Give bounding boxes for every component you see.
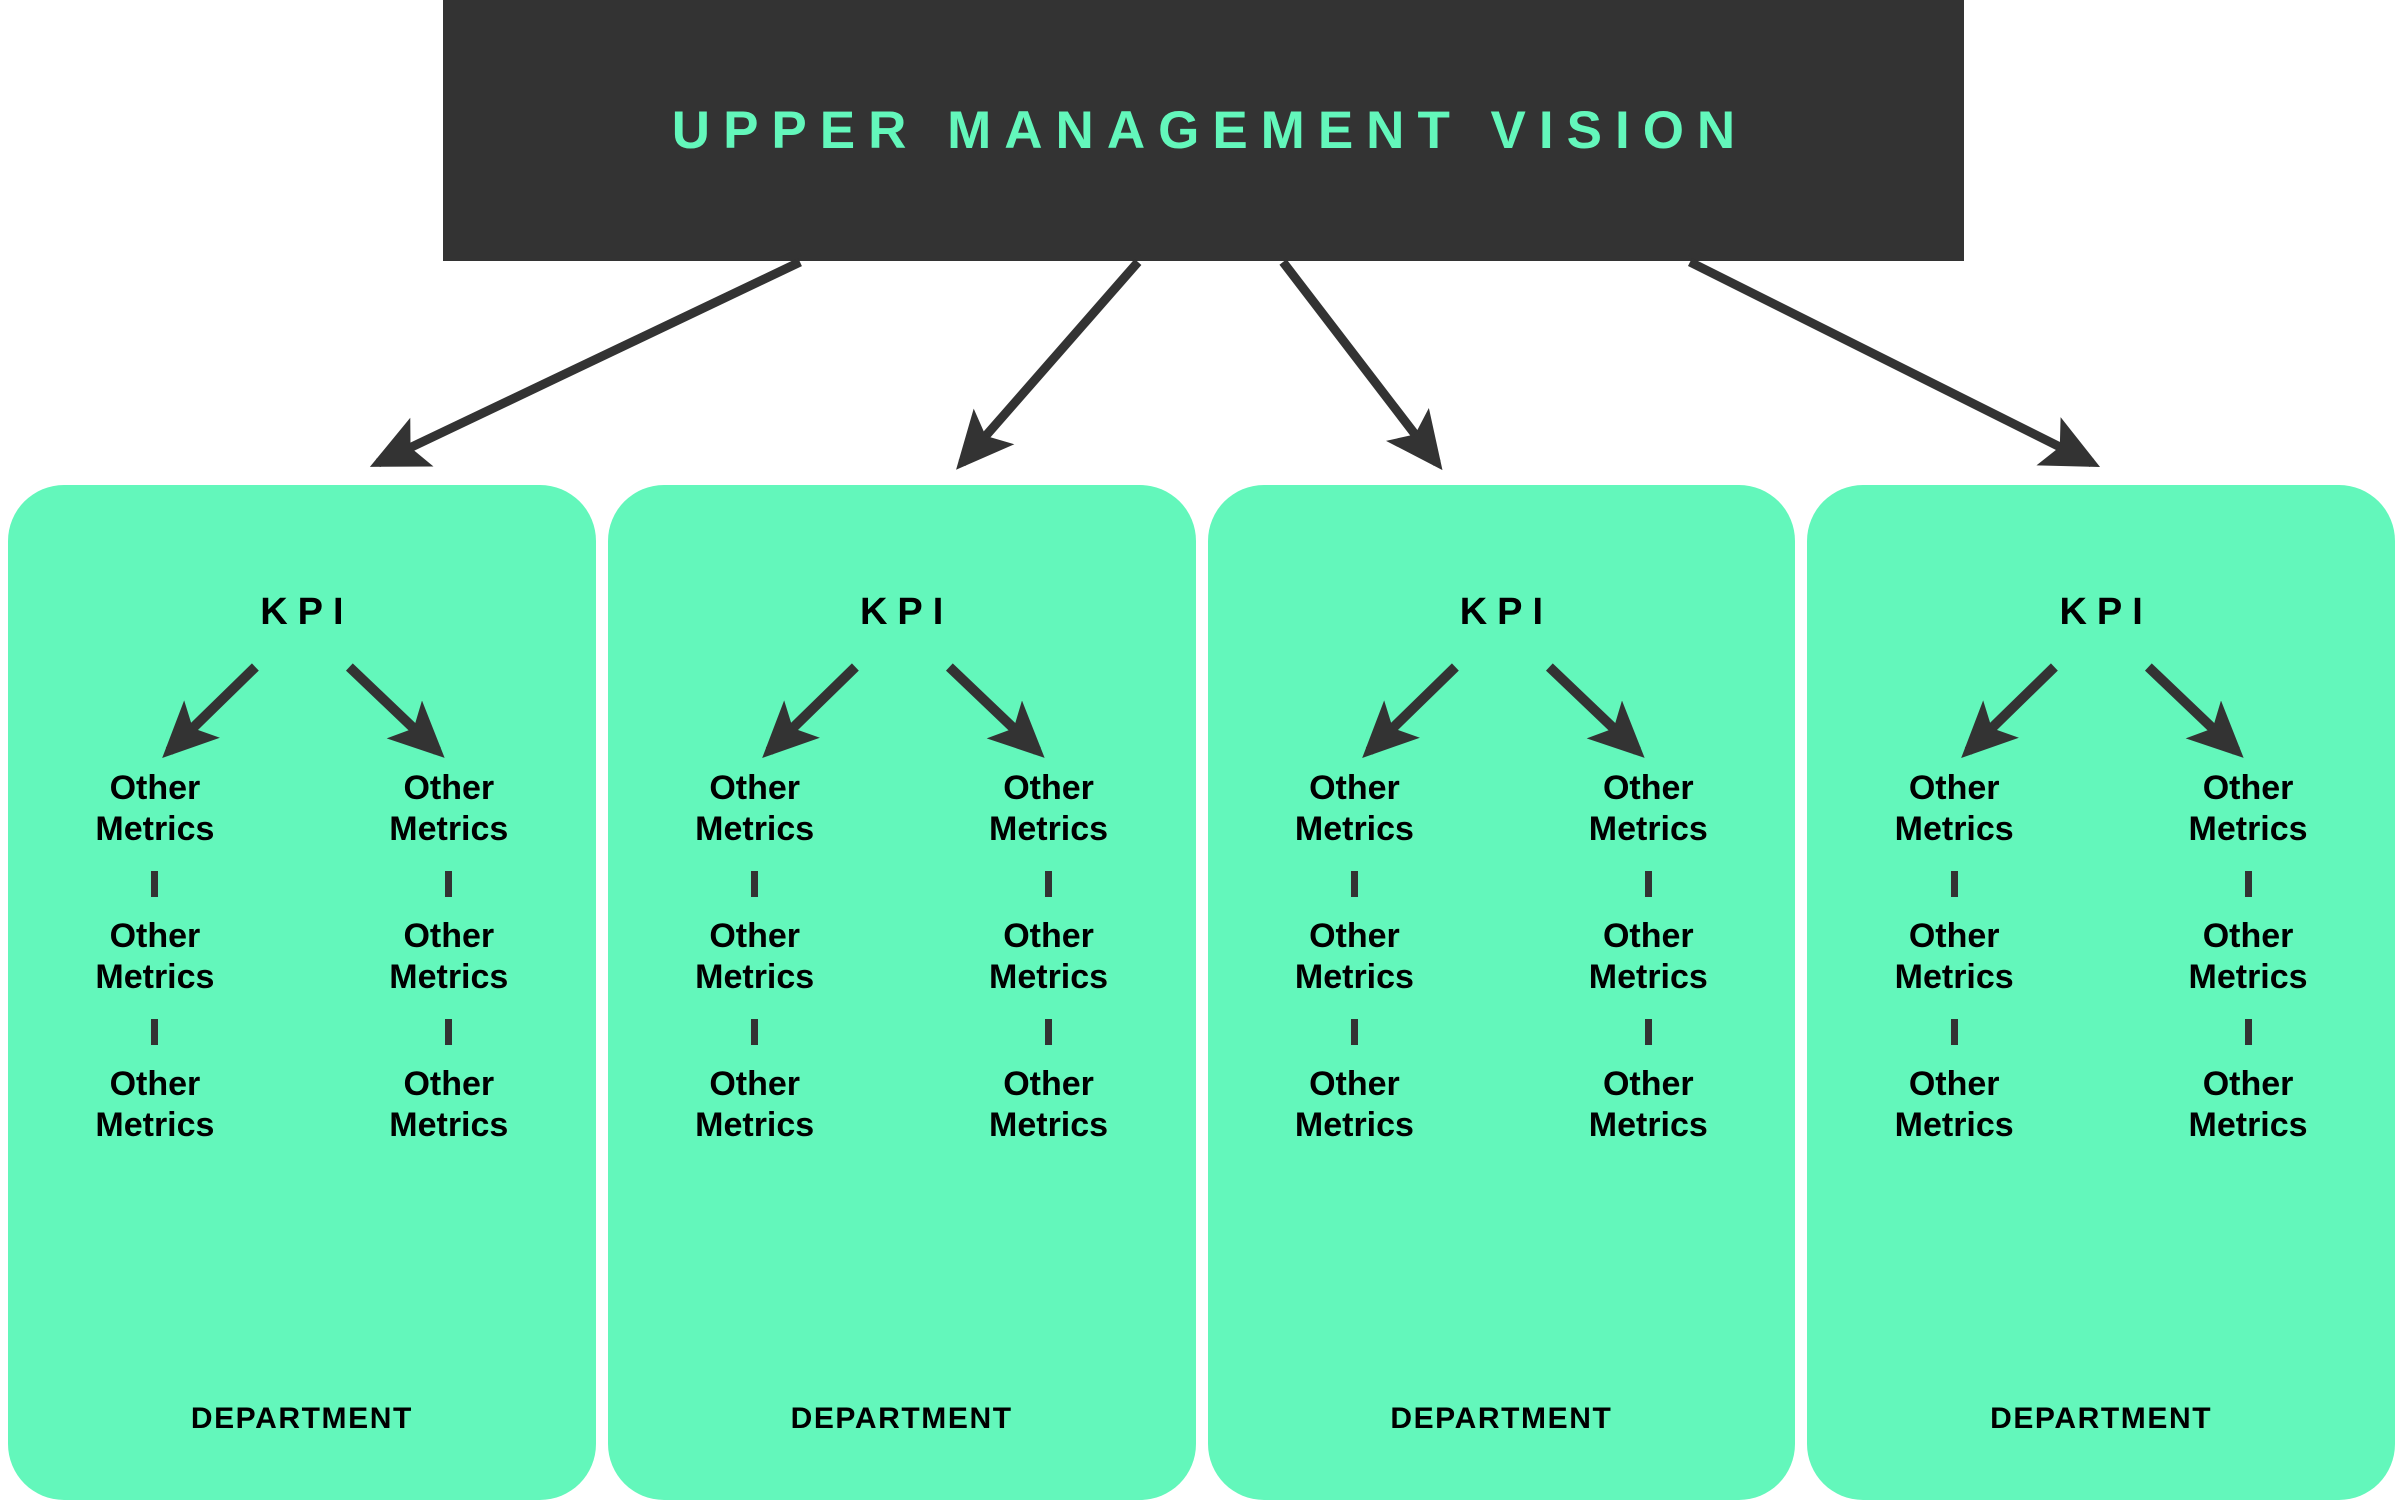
metric-column-left: Other Metrics Other Metrics Other Metric… <box>1825 768 2084 1147</box>
metric-connector-dash <box>151 870 159 897</box>
metric-node: Other Metrics <box>1588 769 1708 849</box>
metric-connector-dash <box>751 870 759 897</box>
metric-node: Other Metrics <box>1894 1064 2014 1145</box>
metric-node: Other Metrics <box>389 916 509 997</box>
arrow-to-right-metrics <box>945 663 1045 758</box>
metric-node: Other Metrics <box>389 1064 509 1145</box>
metric-connector-dash <box>2244 870 2252 897</box>
arrow-to-card-3 <box>1279 259 1443 471</box>
kpi-branch-arrows <box>761 663 1045 758</box>
department-label: DEPARTMENT <box>1990 1402 2213 1435</box>
arrow-to-left-metrics <box>1361 663 1459 758</box>
kpi-branch-arrows <box>1961 663 2244 758</box>
metric-node: Other Metrics <box>1894 916 2014 997</box>
metric-connector-dash <box>1045 870 1053 897</box>
metric-node: Other Metrics <box>1294 1064 1414 1145</box>
metric-node: Other Metrics <box>2188 1064 2308 1145</box>
metric-node: Other Metrics <box>1294 769 1414 849</box>
page-title: UPPER MANAGEMENT VISION <box>671 101 1749 160</box>
arrow-to-left-metrics <box>761 663 859 758</box>
kpi-label: KPI <box>2059 591 2153 633</box>
metrics-columns: Other Metrics Other Metrics Other Metric… <box>8 768 596 1147</box>
arrow-to-right-metrics <box>2145 663 2244 758</box>
arrow-to-left-metrics <box>1961 663 2059 758</box>
arrow-to-card-2 <box>956 259 1142 470</box>
metric-connector-dash <box>151 1018 159 1045</box>
metric-node: Other Metrics <box>1294 916 1414 997</box>
metric-node: Other Metrics <box>1588 916 1708 997</box>
metric-node: Other Metrics <box>95 916 215 997</box>
metric-node: Other Metrics <box>95 769 215 849</box>
metric-node: Other Metrics <box>1588 1064 1708 1145</box>
metric-connector-dash <box>751 1018 759 1045</box>
metric-column-right: Other Metrics Other Metrics Other Metric… <box>919 768 1178 1147</box>
kpi-label: KPI <box>859 591 954 633</box>
metric-connector-dash <box>1045 1018 1053 1045</box>
metric-connector-dash <box>1950 1018 1958 1045</box>
metric-connector-dash <box>445 1018 453 1045</box>
department-label: DEPARTMENT <box>790 1402 1013 1435</box>
metric-column-right: Other Metrics Other Metrics Other Metric… <box>1519 768 1778 1147</box>
metric-node: Other Metrics <box>2188 916 2308 997</box>
metric-node: Other Metrics <box>1894 769 2014 849</box>
metric-connector-dash <box>445 870 453 897</box>
arrow-to-card-4 <box>1687 257 2101 468</box>
metric-node: Other Metrics <box>2188 769 2308 849</box>
metric-node: Other Metrics <box>95 1064 215 1145</box>
arrow-group <box>369 257 2101 471</box>
kpi-label: KPI <box>1459 591 1554 633</box>
metrics-columns: Other Metrics Other Metrics Other Metric… <box>1807 768 2395 1147</box>
kpi-branch-arrows <box>162 663 445 758</box>
department-label: DEPARTMENT <box>1390 1402 1613 1435</box>
metric-connector-dash <box>1644 870 1652 897</box>
metric-column-left: Other Metrics Other Metrics Other Metric… <box>625 768 884 1147</box>
metric-connector-dash <box>1644 1018 1652 1045</box>
metric-node: Other Metrics <box>989 769 1109 849</box>
department-cards-row: KPI Other Metrics Other Metrics <box>8 485 2395 1500</box>
metric-node: Other Metrics <box>695 916 815 997</box>
metric-column-right: Other Metrics Other Metrics Other Metric… <box>2119 768 2378 1147</box>
metric-column-right: Other Metrics Other Metrics Other Metric… <box>320 768 579 1147</box>
metric-column-left: Other Metrics Other Metrics Other Metric… <box>26 768 285 1147</box>
metric-connector-dash <box>1350 870 1358 897</box>
arrow-to-left-metrics <box>162 663 259 758</box>
metric-connector-dash <box>1950 870 1958 897</box>
upper-management-vision-banner: UPPER MANAGEMENT VISION <box>443 0 1964 261</box>
department-card-4[interactable]: KPI Other Metrics Other Metrics <box>1807 485 2395 1500</box>
kpi-branch-arrows <box>1361 663 1645 758</box>
metrics-columns: Other Metrics Other Metrics Other Metric… <box>608 768 1196 1147</box>
arrow-to-right-metrics <box>1545 663 1645 758</box>
metric-connector-dash <box>2244 1018 2252 1045</box>
department-card-1[interactable]: KPI Other Metrics Other Metrics <box>8 485 596 1500</box>
metric-column-left: Other Metrics Other Metrics Other Metric… <box>1225 768 1484 1147</box>
arrow-to-right-metrics <box>345 663 445 758</box>
metric-node: Other Metrics <box>989 916 1109 997</box>
department-label: DEPARTMENT <box>190 1402 413 1435</box>
metric-node: Other Metrics <box>695 769 815 849</box>
metric-connector-dash <box>1350 1018 1358 1045</box>
metrics-columns: Other Metrics Other Metrics Other Metric… <box>1208 768 1796 1147</box>
kpi-label: KPI <box>260 591 354 633</box>
metric-node: Other Metrics <box>389 769 509 849</box>
department-card-3[interactable]: KPI Other Metrics Other Metrics <box>1207 485 1796 1500</box>
arrow-to-card-1 <box>369 257 802 468</box>
metric-node: Other Metrics <box>989 1064 1109 1145</box>
metric-node: Other Metrics <box>695 1064 815 1145</box>
department-card-2[interactable]: KPI Other Metrics Other Metrics <box>607 485 1196 1500</box>
